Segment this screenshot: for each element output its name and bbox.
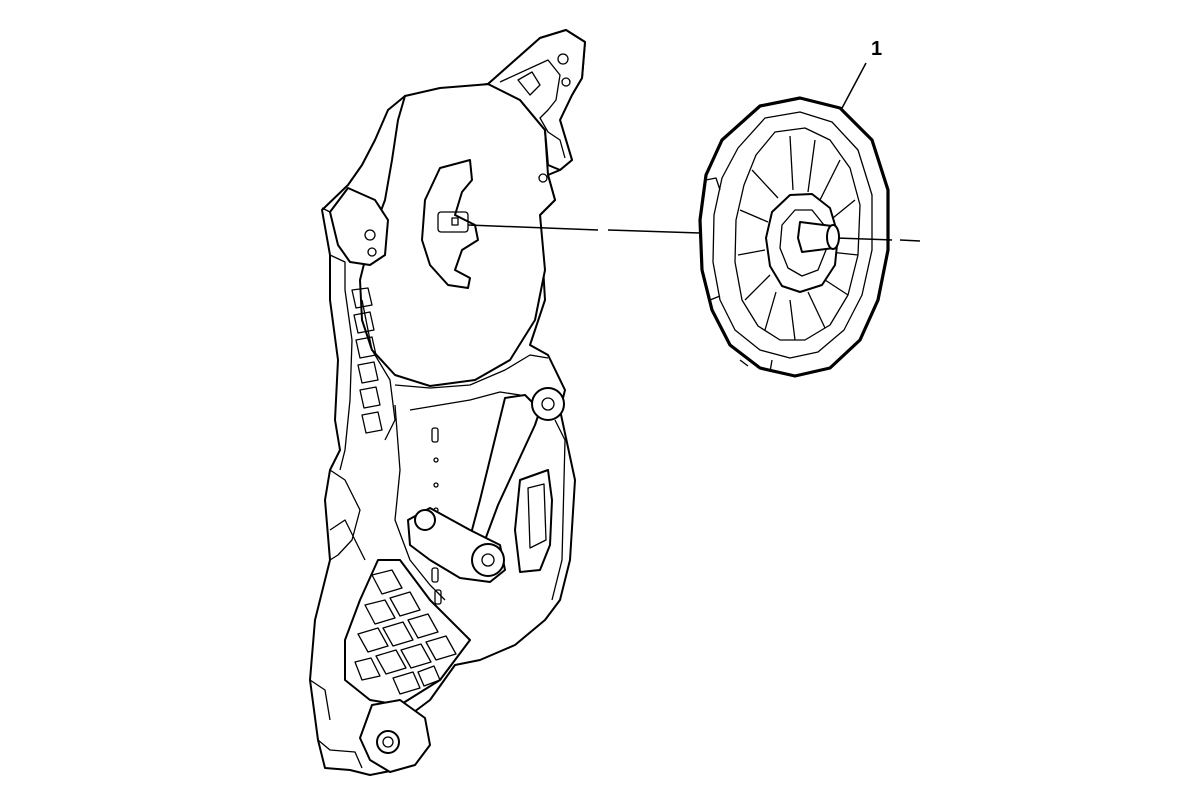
callout-1-leader-line [840,62,867,111]
alignment-centerline [467,224,921,242]
callout-1-label: 1 [871,38,882,60]
component-1-gear-cover [698,96,890,378]
actuator-housing [309,29,586,776]
callout-1: 1 [840,38,882,111]
